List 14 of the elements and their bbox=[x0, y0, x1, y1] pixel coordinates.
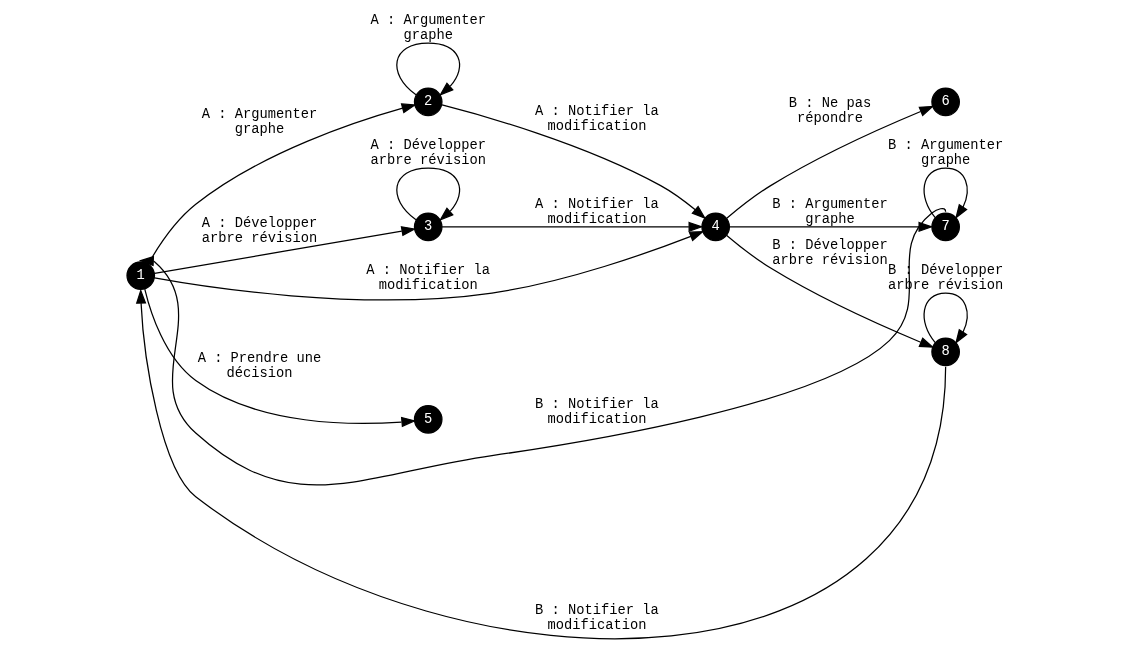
edge-label: A : Développer arbre révision bbox=[201, 215, 317, 246]
edge-label: A : Notifier la modification bbox=[365, 263, 490, 294]
edge-label: B : Développer arbre révision bbox=[771, 238, 888, 269]
edge-label: A : Notifier la modification bbox=[534, 104, 659, 135]
edge-label: B : Argumenter graphe bbox=[771, 196, 888, 227]
edge-label: A : Développer arbre révision bbox=[370, 138, 486, 169]
edge-label: A : Argumenter graphe bbox=[201, 106, 317, 137]
edge-label: B : Notifier la modification bbox=[534, 396, 659, 427]
edge-label: A : Prendre une décision bbox=[197, 350, 321, 381]
edge-label: A : Argumenter graphe bbox=[370, 13, 486, 44]
edge-label: A : Notifier la modification bbox=[534, 196, 659, 227]
edge-label: B : Notifier la modification bbox=[534, 603, 659, 634]
edge-label: B : Ne pas répondre bbox=[788, 95, 871, 126]
edge-label: B : Argumenter graphe bbox=[887, 138, 1003, 169]
